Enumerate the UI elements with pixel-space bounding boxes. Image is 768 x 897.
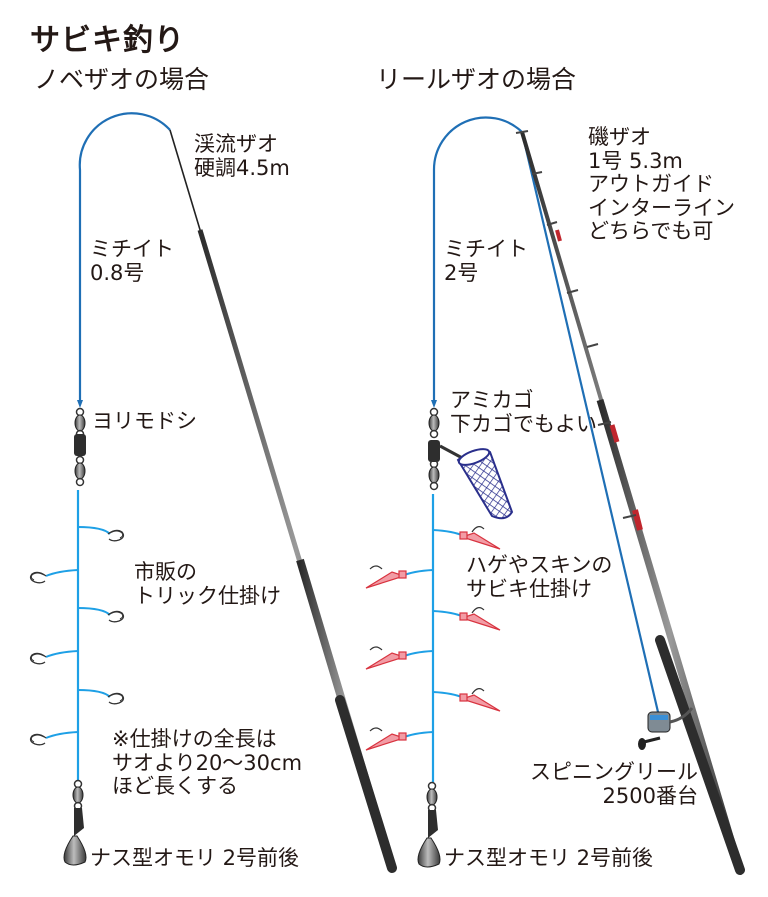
left-sinker [63,835,87,866]
left-subtitle: ノベザオの場合 [34,65,210,94]
left-main-line [78,112,171,400]
page-title: サビキ釣り [30,23,185,58]
left-sinker-label: ナス型オモリ 2号前後 [90,846,300,870]
right-line-label: ミチイト 2号 [444,237,528,285]
right-rig [365,116,745,875]
right-reel-label: スピニングリール 2500番台 [530,760,698,808]
left-note-label: ※仕掛けの全長は サオより20〜30cm ほど長くする [112,727,303,799]
left-rod-label: 渓流ザオ 硬調4.5m [194,132,290,180]
right-main-line [432,116,660,713]
left-swivel-label: ヨリモドシ [92,409,197,433]
right-sinker-label: ナス型オモリ 2号前後 [444,846,654,870]
left-rig [29,112,397,873]
right-rod-label: 磯ザオ 1号 5.3m アウトガイド インターライン どちらでも可 [588,125,735,244]
left-line-label: ミチイト 0.8号 [90,237,174,285]
right-sinker [417,837,441,868]
spinning-reel [638,707,694,750]
right-basket-label: アミカゴ 下カゴでもよい [450,388,597,436]
right-rig-label: ハゲやスキンの サビキ仕掛け [466,553,613,601]
right-subtitle: リールザオの場合 [376,65,577,94]
left-rig-label: 市販の トリック仕掛け [134,560,281,608]
ami-kago-basket [456,448,514,520]
